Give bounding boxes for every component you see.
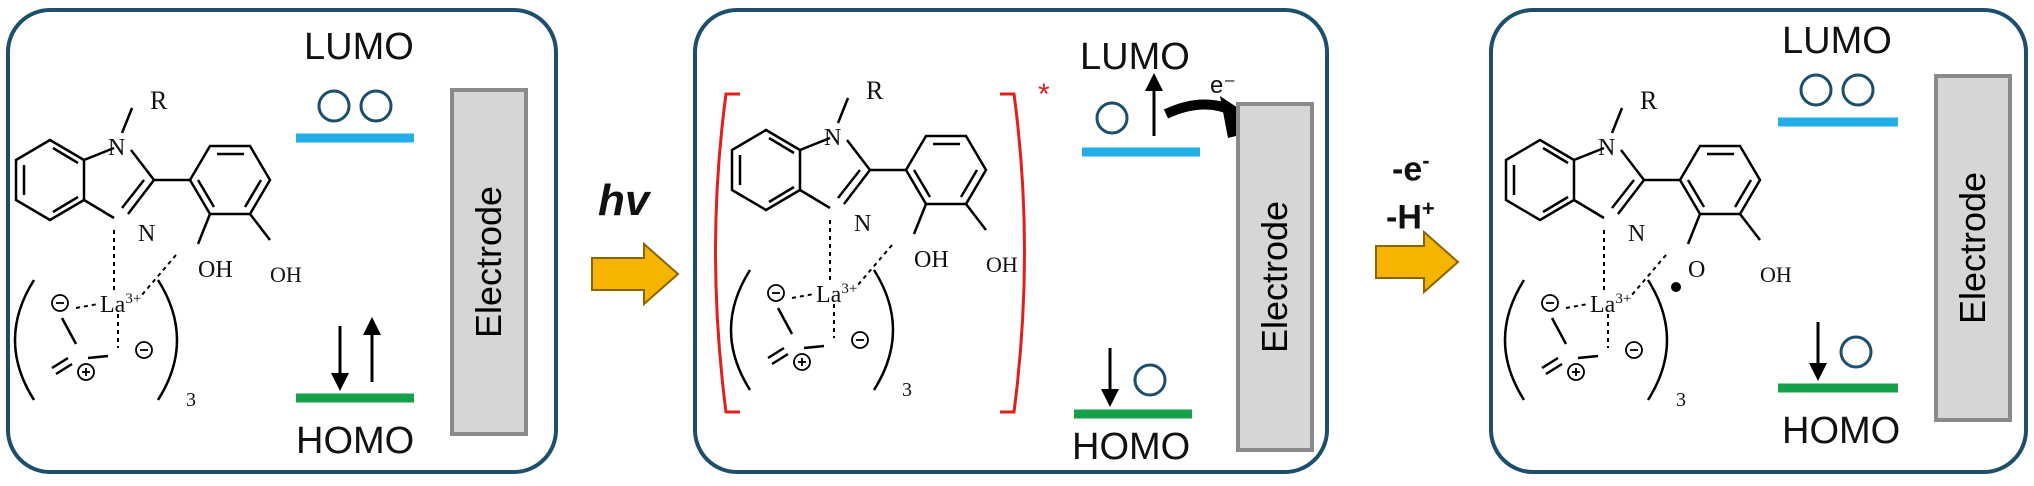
reaction-arrow-1-icon [591, 241, 680, 307]
r-group-label: R [866, 76, 884, 105]
empty-orbital-icon [1133, 363, 1167, 397]
hv-label: hv [598, 176, 650, 225]
reaction-arrow-2-icon [1375, 229, 1460, 295]
electrode-1: Electrode [450, 88, 528, 436]
o-radical-label: O [1688, 257, 1706, 283]
empty-orbital-icon [359, 89, 393, 123]
oh-label: OH [914, 247, 949, 273]
empty-orbital-icon [1095, 101, 1129, 135]
n-label: N [854, 211, 872, 237]
minus-proton-label: -H+ [1386, 196, 1435, 237]
oh-label: OH [986, 252, 1018, 277]
electrode-2: Electrode [1236, 102, 1314, 452]
electrode-3: Electrode [1934, 74, 2012, 422]
r-group-label: R [1640, 86, 1658, 115]
oh-label: OH [270, 262, 302, 287]
lumo-label: LUMO [1782, 20, 1892, 62]
la-label: La3+ [1590, 291, 1632, 318]
molecule-3 [1503, 106, 1762, 402]
homo-label: HOMO [1072, 426, 1191, 468]
subscript-label: 3 [186, 389, 196, 411]
excited-bracket-right [1000, 92, 1026, 414]
r-group-label: R [150, 86, 168, 115]
excited-mark: * [1038, 78, 1050, 111]
n-label: N [824, 125, 842, 151]
empty-orbital-icon [317, 89, 351, 123]
molecule-2 [729, 96, 988, 392]
electrode-label: Electrode [1254, 200, 1295, 354]
subscript-label: 3 [902, 379, 912, 401]
empty-orbital-icon [1839, 335, 1873, 369]
lumo-label: LUMO [304, 26, 414, 68]
electrode-label: Electrode [1952, 171, 1993, 325]
n-label: N [1598, 135, 1616, 161]
homo-label: HOMO [296, 420, 415, 462]
electrode-label: Electrode [468, 185, 509, 339]
oh-label: OH [1760, 262, 1792, 287]
n-label: N [108, 135, 126, 161]
panel-excited-state [693, 8, 1329, 474]
subscript-label: 3 [1676, 389, 1686, 411]
molecule-1 [13, 106, 272, 402]
la-label: La3+ [816, 281, 858, 308]
minus-electron-label: -e- [1392, 148, 1430, 189]
empty-orbital-icon [1841, 73, 1875, 107]
electron-label: e⁻ [1210, 72, 1237, 99]
la-label: La3+ [100, 291, 142, 318]
empty-orbital-icon [1799, 73, 1833, 107]
oh-label: OH [198, 257, 233, 283]
excited-bracket-left [714, 92, 740, 414]
n-label: N [138, 221, 156, 247]
radical-dot-icon [1671, 282, 1681, 292]
lumo-label: LUMO [1080, 36, 1190, 78]
n-label: N [1628, 221, 1646, 247]
homo-label: HOMO [1782, 410, 1901, 452]
